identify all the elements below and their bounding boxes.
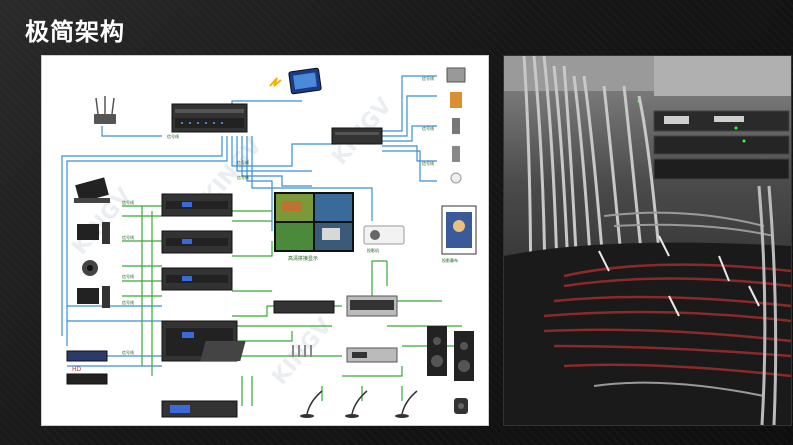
line-label: 信号线: [237, 159, 249, 165]
video-wall-label: 高清拼接显示: [288, 255, 318, 262]
architecture-diagram: KINGV KINGV KINGV KINGV: [61, 67, 477, 418]
projection-screen-label: 投影幕布: [442, 257, 458, 263]
matrix-switcher-2-icon: [161, 230, 233, 254]
desktop-computer-icon: [77, 222, 110, 244]
line-label: 信号线: [422, 160, 434, 166]
audio-processor-icon: [273, 300, 335, 314]
slide-title: 极简架构: [25, 18, 125, 46]
red-cable-bundle: [543, 263, 791, 378]
lighting-device-icon: [446, 67, 466, 83]
router-icon: [94, 96, 116, 124]
line-label: 信号线: [122, 299, 134, 305]
workstation-icon: [77, 286, 110, 308]
gooseneck-mic-2-icon: [345, 390, 368, 418]
central-control-host-icon: [161, 400, 238, 418]
bulb-icon: [450, 172, 462, 184]
dark-cable-mass: [504, 242, 791, 425]
video-wall-icon: [274, 192, 354, 252]
architecture-diagram-panel: KINGV KINGV KINGV KINGV: [41, 55, 489, 426]
cable-ties: [598, 235, 760, 317]
wireless-mic-receiver-icon: [346, 347, 398, 363]
power-amplifier-icon: [346, 295, 398, 317]
cabinet-photo-illustration: [504, 56, 791, 425]
curtain-control-icon: [450, 92, 462, 108]
speaker-right-icon: [454, 331, 474, 381]
speaker-left-icon: [427, 326, 447, 376]
gooseneck-mic-3-icon: [395, 390, 418, 418]
matrix-switcher-1-icon: [161, 193, 233, 217]
line-label: 信号线: [122, 349, 134, 355]
conference-camera-icon: [82, 260, 98, 276]
hd-logo: HD: [72, 366, 82, 373]
ptz-camera-icon: [454, 398, 468, 414]
grey-cable-loop: [593, 211, 775, 397]
projector-icon: [363, 225, 405, 245]
video-recorder-icon: [66, 350, 108, 362]
air-conditioner-icon: [452, 118, 460, 134]
line-label: 信号线: [122, 234, 134, 240]
gooseneck-mic-1-icon: [300, 390, 323, 418]
line-label: 信号线: [237, 174, 249, 180]
line-label: 信号线: [122, 199, 134, 205]
watermark-text-4: KINGV: [267, 313, 337, 389]
blue-signal-lines: [61, 75, 437, 367]
power-sequencer-icon: [331, 127, 383, 145]
camera-device-icon: [452, 146, 460, 162]
line-label: 信号线: [122, 273, 134, 279]
wireless-signal-icon: [269, 77, 282, 87]
line-label: 信号线: [167, 133, 179, 139]
line-label: 信号线: [422, 125, 434, 131]
matrix-switcher-3-icon: [161, 267, 233, 291]
touch-panel-icon: [288, 67, 322, 95]
cabinet-wiring-photo: [503, 55, 792, 426]
right-cable-bundle: [757, 185, 778, 425]
line-label: 信号线: [422, 75, 434, 81]
central-controller-icon: [171, 103, 248, 133]
hd-recorder-icon: HD: [66, 366, 108, 385]
projection-screen-icon: [441, 205, 477, 255]
laptop-icon: [74, 177, 110, 203]
audio-mixer-icon: [200, 341, 312, 361]
projector-label: 投影机: [367, 247, 379, 253]
rack-equipment: [637, 99, 790, 180]
